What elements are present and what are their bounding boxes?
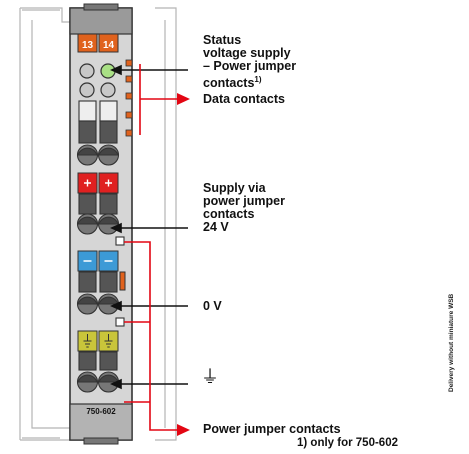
ground-markers	[77, 330, 119, 352]
din-rail-outline	[19, 7, 177, 441]
clamp-block-4	[76, 351, 120, 393]
footnote-text: 1) only for 750-602	[297, 437, 398, 449]
zero-volt-label: 0 V	[203, 299, 222, 313]
footnote-mark: 1)	[254, 75, 262, 84]
power-jumper-contacts-label: Power jumper contacts	[203, 422, 341, 436]
minus-markers	[77, 250, 126, 291]
data-contacts-label: Data contacts	[203, 92, 285, 106]
status-label: Status voltage supply – Power jumper con…	[203, 33, 297, 91]
terminal-label-14: 14	[103, 40, 115, 51]
data-contact-pins	[125, 59, 133, 137]
supply-label: Supply via power jumper contacts 24 V	[203, 181, 285, 234]
ground-symbol: ⏚	[201, 367, 219, 387]
plus-markers	[77, 172, 119, 194]
model-label: 750-602	[86, 407, 116, 416]
red-arrowheads	[177, 93, 190, 436]
terminal-markers: 13 14	[77, 33, 119, 53]
status-leds	[79, 63, 116, 98]
black-arrows	[110, 64, 188, 390]
clamp-block-1	[76, 100, 120, 166]
terminal-label-13: 13	[82, 40, 94, 51]
red-brackets	[124, 64, 178, 431]
side-note: Delivery without miniature WSB	[448, 293, 455, 392]
